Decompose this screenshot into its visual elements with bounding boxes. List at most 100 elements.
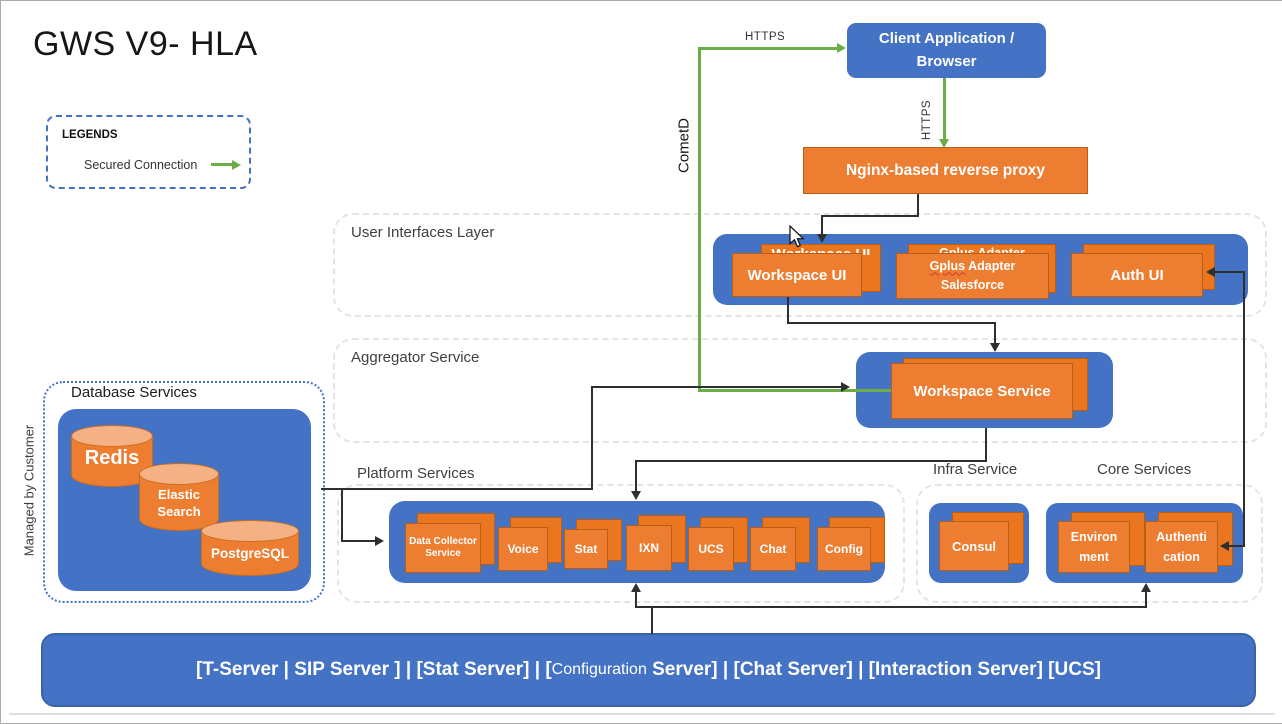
connector-https-client-to-nginx (943, 78, 946, 140)
connector-workspace-ui-arrowhead (816, 234, 827, 243)
connector-nginx-left (821, 215, 919, 217)
gplus-rest: Adapter (965, 258, 1016, 273)
page-title: GWS V9- HLA (33, 25, 258, 63)
connector-authentication-arrowhead (1220, 540, 1229, 551)
platform-item-config[interactable]: Config (817, 527, 871, 571)
connector-https-arrowhead (938, 139, 949, 148)
backend-bar-part2: Server] | [Chat Server] | [Interaction S… (646, 659, 1101, 680)
connector-db-to-workspace-service (591, 386, 842, 388)
connector-db-up (591, 386, 593, 490)
gplus-adapter-line1: Gplus Adapter (930, 257, 1016, 276)
legend-heading: LEGENDS (62, 129, 118, 141)
layer-aggregator-label: Aggregator Service (351, 349, 480, 366)
cylinder-top (139, 463, 219, 485)
connector-cometd-to-workspace-service (698, 389, 891, 392)
platform-item-label: UCS (698, 542, 724, 556)
node-gplus-adapter-salesforce[interactable]: Gplus Adapter Salesforce (896, 253, 1049, 299)
connector-nginx-down (917, 194, 919, 217)
connector-authui-arrowhead (1206, 266, 1215, 277)
platform-item-data-collector[interactable]: Data Collector Service (405, 523, 481, 573)
connector-workspace-service-arrowhead (989, 343, 1000, 352)
platform-item-label: Voice (507, 542, 539, 556)
slide-bottom-divider (9, 713, 1275, 715)
managed-by-customer-label: Managed by Customer (21, 424, 37, 557)
connector-auth-vertical (1243, 271, 1245, 547)
layer-aggregator: Aggregator Service (333, 338, 1267, 443)
connector-wsui-right (787, 322, 996, 324)
platform-item-label: Stat (574, 542, 598, 556)
connector-auth-left (1229, 545, 1245, 547)
layer-infra-core (916, 484, 1263, 603)
layer-infra-label: Infra Service (933, 461, 1018, 478)
node-workspace-service[interactable]: Workspace Service (891, 363, 1073, 419)
backend-bar-part1: [T-Server | SIP Server ] | [Stat Server]… (196, 659, 552, 680)
legend: LEGENDS Secured Connection (46, 115, 251, 189)
connector-wsui-to-service (994, 322, 996, 345)
connector-authui-right (1215, 271, 1245, 273)
connector-db-right (321, 488, 593, 490)
node-client-application[interactable]: Client Application / Browser (847, 23, 1046, 78)
authentication-line1: Authenti (1156, 530, 1207, 544)
connector-bar-to-platform (635, 592, 637, 607)
connector-bar-to-core (1145, 592, 1147, 607)
db-redis-label: Redis (84, 447, 140, 469)
node-environment[interactable]: Environ ment (1058, 521, 1130, 573)
db-postgresql-cylinder[interactable]: PostgreSQL (201, 520, 299, 576)
platform-item-voice[interactable]: Voice (498, 527, 548, 571)
backend-servers-bar[interactable]: [T-Server | SIP Server ] | [Stat Server]… (41, 633, 1256, 707)
cylinder-top (201, 520, 299, 542)
connector-nginx-to-workspace-ui (821, 215, 823, 236)
gplus-adapter-back-label: Gplus Adapter (939, 247, 1025, 255)
db-redis-cylinder[interactable]: Redis (71, 425, 153, 487)
backend-bar-config-word: Configuration (551, 661, 647, 678)
platform-item-stat[interactable]: Stat (564, 529, 608, 569)
auth-ui-label: Auth UI (1110, 266, 1164, 284)
https-top-label: HTTPS (745, 31, 786, 43)
layer-user-interfaces: User Interfaces Layer (333, 213, 1267, 317)
connector-platform-bottom-arrowhead (630, 583, 641, 592)
connector-ws-to-platform (635, 460, 637, 493)
environment-line2: ment (1079, 550, 1109, 564)
workspace-ui-back-label: Workspace UI (762, 247, 880, 255)
gplus-adapter-line2: Salesforce (940, 278, 1005, 292)
workspace-ui-label: Workspace UI (747, 266, 847, 284)
connector-workspace-service-left-arrowhead (841, 381, 850, 392)
platform-item-ucs[interactable]: UCS (688, 527, 734, 571)
connector-ws-left (635, 460, 987, 462)
https-vertical-label: HTTPS (921, 99, 933, 141)
connector-platform-left-arrowhead (375, 535, 384, 546)
connector-core-bottom-arrowhead (1140, 583, 1151, 592)
platform-item-chat[interactable]: Chat (750, 527, 796, 571)
connector-bar-right (651, 606, 1147, 608)
connector-db-branch-down (341, 488, 343, 542)
connector-wsui-down (787, 297, 789, 324)
database-services-label: Database Services (71, 384, 197, 401)
workspace-service-label: Workspace Service (913, 382, 1051, 400)
database-services-container (43, 381, 325, 603)
connector-db-to-platform (341, 540, 376, 542)
node-workspace-ui[interactable]: Workspace UI (732, 253, 862, 297)
connector-cometd-vertical (698, 47, 701, 392)
db-elastic-search-cylinder[interactable]: Elastic Search (139, 463, 219, 531)
legend-secured-connection-label: Secured Connection (84, 158, 198, 172)
node-nginx-reverse-proxy[interactable]: Nginx-based reverse proxy (803, 147, 1088, 194)
platform-item-label: Chat (759, 542, 787, 556)
layer-core-label: Core Services (1097, 461, 1192, 478)
connector-cometd-top (698, 47, 840, 50)
node-client-application-label: Client Application / Browser (878, 30, 1015, 70)
connector-bar-jog (635, 606, 653, 608)
node-consul[interactable]: Consul (939, 521, 1009, 571)
environment-line1: Environ (1070, 530, 1118, 544)
legend-arrow-icon (232, 159, 241, 170)
connector-bar-up (651, 607, 653, 634)
node-authentication[interactable]: Authenti cation (1145, 521, 1218, 573)
layer-platform-label: Platform Services (357, 465, 475, 482)
platform-item-label: Config (825, 542, 863, 556)
authentication-line2: cation (1163, 550, 1200, 564)
connector-ws-down (985, 428, 987, 462)
db-postgresql-label: PostgreSQL (210, 546, 289, 561)
db-elastic-search-label: Elastic Search (157, 487, 201, 519)
platform-item-ixn[interactable]: IXN (626, 525, 672, 571)
node-auth-ui[interactable]: Auth UI (1071, 253, 1203, 297)
